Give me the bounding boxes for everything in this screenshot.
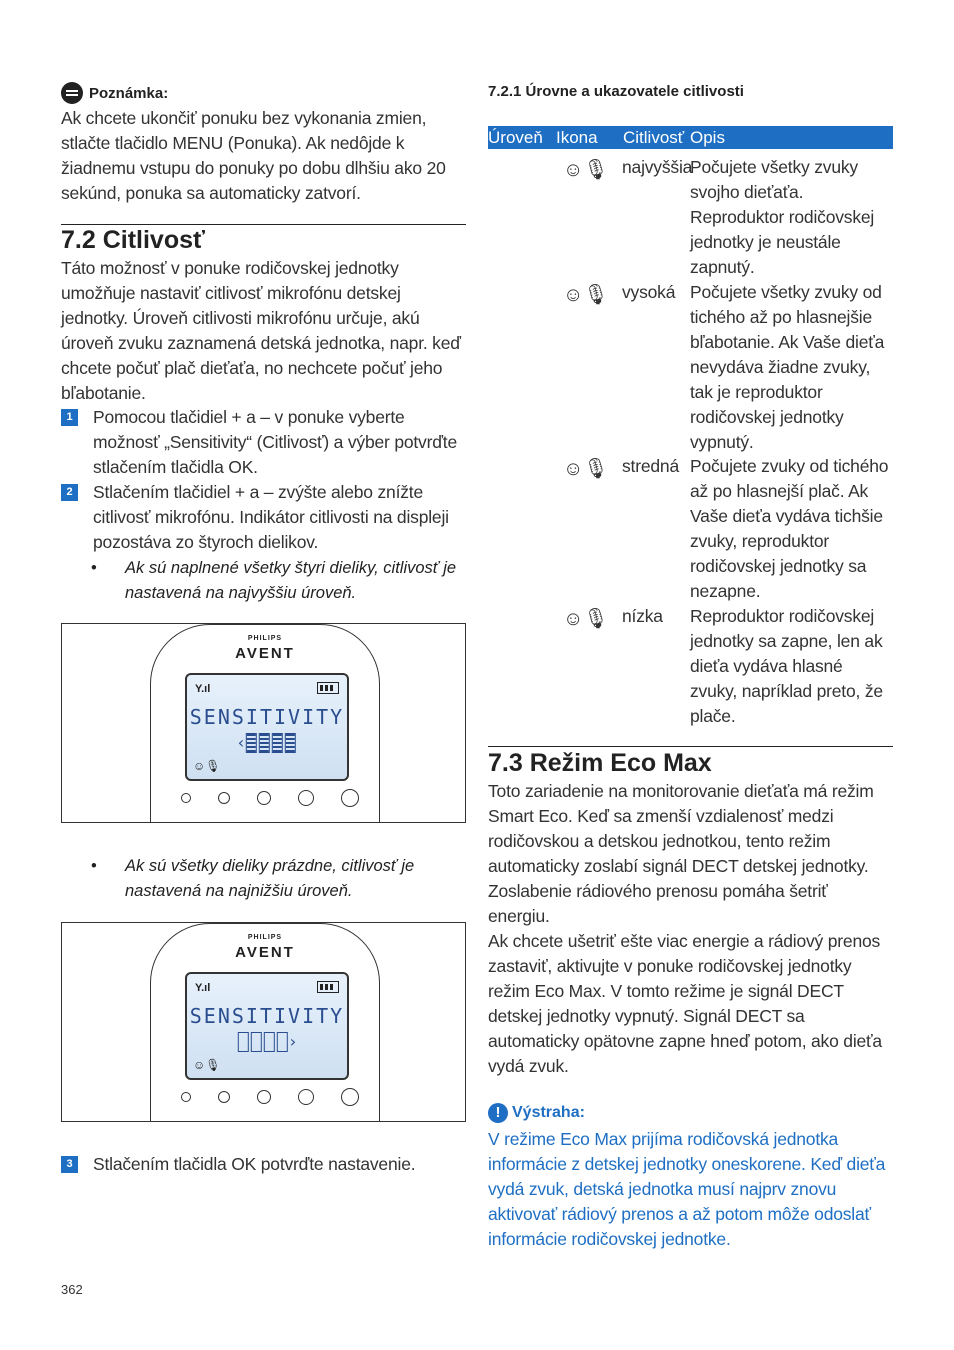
signal-icon: Y.ıl — [195, 683, 211, 695]
device-figure-max: PHILIPS AVENT Y.ıl SENSITIVITY ‹ ☺🎙 — [61, 623, 466, 823]
table-header: Úroveň Ikona Citlivosť Opis — [488, 126, 893, 149]
section-intro: Táto možnosť v ponuke rodičovskej jednot… — [61, 258, 461, 403]
button-medium — [257, 791, 271, 805]
section-divider — [61, 224, 466, 225]
button-medium — [298, 1089, 314, 1105]
sensitivity-low-icon: ☺🎙 — [563, 608, 609, 630]
bar-filled — [272, 733, 284, 753]
lcd-text: SENSITIVITY — [189, 705, 345, 729]
level-description: Počujete zvuky od tichého až po hlasnejš… — [690, 456, 889, 601]
button-small — [218, 792, 230, 804]
brand-avent: AVENT — [235, 944, 295, 961]
button-small — [181, 1092, 191, 1102]
note-heading: Poznámka: — [61, 82, 168, 104]
section-paragraph-1: Toto zariadenie na monitorovanie dieťaťa… — [488, 781, 874, 926]
button-row — [181, 1088, 359, 1106]
parent-unit-illustration: PHILIPS AVENT Y.ıl SENSITIVITY › ☺🎙 — [150, 923, 380, 1121]
signal-icon: Y.ıl — [195, 982, 211, 994]
step-number: 2 — [61, 484, 78, 501]
section-title-7-2: 7.2 Citlivosť — [61, 226, 205, 254]
level-label: nízka — [622, 606, 663, 626]
note-text: Ak chcete ukončiť ponuku bez vykonania z… — [61, 108, 446, 203]
sensitivity-bars: › — [237, 1032, 297, 1052]
button-large — [341, 1088, 359, 1106]
lcd-screen: Y.ıl SENSITIVITY › ☺🎙 — [185, 972, 349, 1080]
step-3: 3 Stlačením tlačidla OK potvrďte nastave… — [61, 1152, 466, 1177]
bar-empty — [250, 1032, 262, 1052]
bar-empty — [237, 1032, 249, 1052]
bullet-text: Ak sú všetky dieliky prázdne, citlivosť … — [125, 857, 415, 900]
sensitivity-high-icon: ☺🎙 — [563, 284, 609, 306]
step-text: Stlačením tlačidiel + a – zvýšte alebo z… — [93, 482, 449, 552]
step-1: 1 Pomocou tlačidiel + a – v ponuke vyber… — [61, 405, 466, 480]
subsection-title-7-2-1: 7.2.1 Úrovne a ukazovatele citlivosti — [488, 83, 744, 100]
button-row — [181, 789, 359, 807]
section-divider — [488, 746, 893, 747]
level-label: vysoká — [622, 282, 676, 302]
note-title: Poznámka: — [89, 84, 169, 102]
step-number: 3 — [61, 1156, 78, 1173]
lcd-screen: Y.ıl SENSITIVITY ‹ ☺🎙 — [185, 673, 349, 781]
face-mic-icon: ☺🎙 — [193, 1058, 221, 1072]
sensitivity-medium-icon: ☺🎙 — [563, 458, 609, 480]
level-description: Reproduktor rodičovskej jednotky sa zapn… — [690, 606, 883, 726]
parent-unit-illustration: PHILIPS AVENT Y.ıl SENSITIVITY ‹ ☺🎙 — [150, 624, 380, 822]
warning-title: Výstraha: — [512, 1104, 585, 1121]
warning-heading: ! Výstraha: — [488, 1103, 585, 1123]
button-large — [341, 789, 359, 807]
step-text: Stlačením tlačidla OK potvrďte nastaveni… — [93, 1154, 416, 1174]
header-description: Opis — [690, 128, 725, 147]
section-paragraph-2: Ak chcete ušetriť ešte viac energie a rá… — [488, 931, 882, 1076]
level-description: Počujete všetky zvuky svojho dieťaťa. Re… — [690, 157, 875, 277]
bullet-item: • Ak sú všetky dieliky prázdne, citlivos… — [61, 854, 466, 904]
brand-avent: AVENT — [235, 645, 295, 662]
step-text: Pomocou tlačidiel + a – v ponuke vyberte… — [93, 407, 457, 477]
bar-filled — [259, 733, 271, 753]
header-icon: Ikona — [556, 128, 598, 147]
button-small — [218, 1091, 230, 1103]
bullet-text: Ak sú naplnené všetky štyri dieliky, cit… — [125, 559, 457, 602]
button-medium — [257, 1090, 271, 1104]
battery-icon — [317, 981, 339, 993]
chevron-left-icon: ‹ — [237, 733, 245, 752]
button-small — [181, 793, 191, 803]
warning-text: V režime Eco Max prijíma rodičovská jedn… — [488, 1129, 886, 1249]
brand-philips: PHILIPS — [247, 934, 283, 941]
level-label: najvyššia — [622, 157, 693, 177]
section-title-7-3: 7.3 Režim Eco Max — [488, 749, 712, 777]
sensitivity-highest-icon: ☺🎙 — [563, 159, 609, 181]
lcd-text: SENSITIVITY — [189, 1004, 345, 1028]
device-figure-min: PHILIPS AVENT Y.ıl SENSITIVITY › ☺🎙 — [61, 922, 466, 1122]
bar-filled — [285, 733, 297, 753]
note-icon — [61, 82, 83, 104]
header-level: Úroveň — [488, 128, 543, 147]
step-number: 1 — [61, 409, 78, 426]
bullet-item: • Ak sú naplnené všetky štyri dieliky, c… — [61, 556, 466, 606]
sensitivity-bars: ‹ — [237, 733, 297, 753]
header-sensitivity: Citlivosť — [623, 128, 685, 147]
button-medium — [298, 790, 314, 806]
face-mic-icon: ☺🎙 — [193, 759, 221, 773]
brand-philips: PHILIPS — [247, 635, 283, 642]
chevron-right-icon: › — [289, 1032, 297, 1051]
level-description: Počujete všetky zvuky od tichého až po h… — [690, 282, 885, 452]
battery-icon — [317, 682, 339, 694]
bar-empty — [276, 1032, 288, 1052]
step-2: 2 Stlačením tlačidiel + a – zvýšte alebo… — [61, 480, 466, 555]
level-label: stredná — [622, 456, 679, 476]
bar-filled — [246, 733, 258, 753]
page-number: 362 — [61, 1282, 83, 1297]
bar-empty — [263, 1032, 275, 1052]
warning-icon: ! — [488, 1103, 508, 1123]
